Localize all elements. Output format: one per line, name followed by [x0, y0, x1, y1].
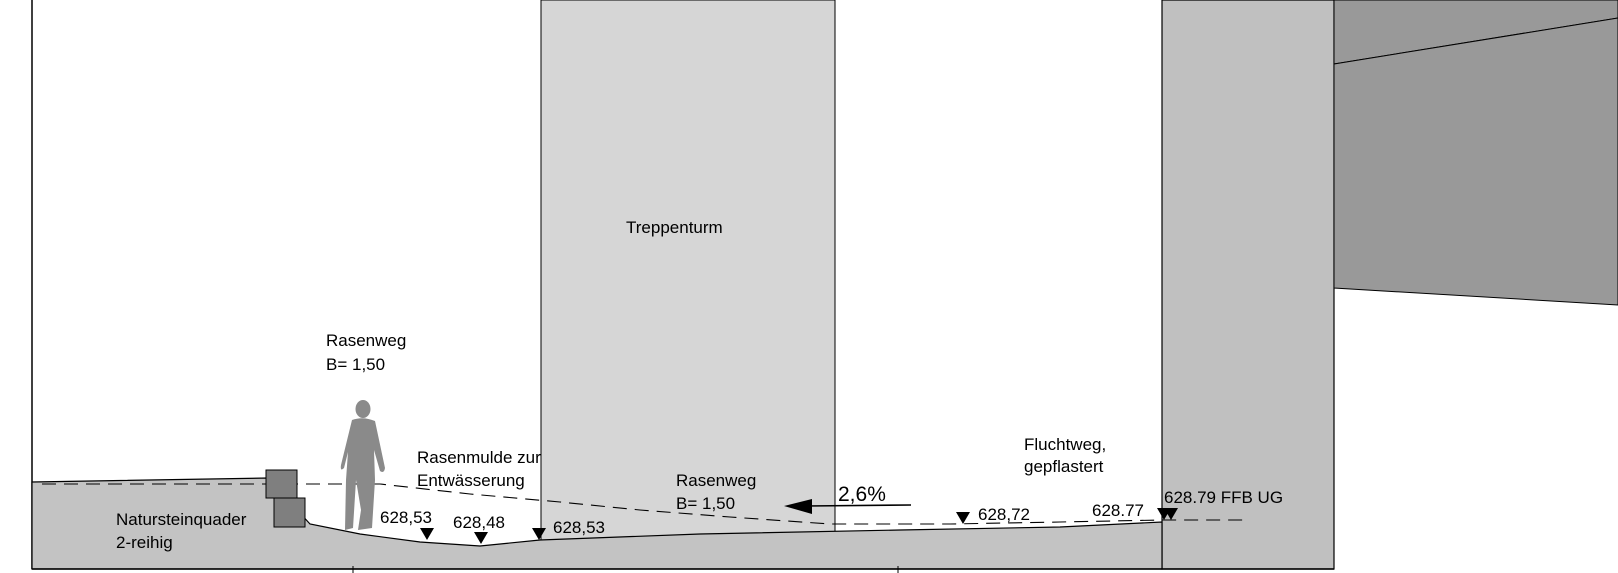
elevation-label: 628,72	[978, 505, 1030, 524]
lawn-path-label: Rasenweg	[326, 331, 406, 350]
slope-arrow-line	[805, 504, 912, 507]
elevation-marker	[1164, 508, 1178, 520]
elevation-label: 628,48	[453, 513, 505, 532]
swale-label: Rasenmulde zur	[417, 448, 541, 467]
swale-label-2: Entwässerung	[417, 471, 525, 490]
roof-upper	[1333, 0, 1618, 65]
escape-route-label-2: gepflastert	[1024, 457, 1104, 476]
stone-block-lower	[273, 497, 306, 528]
stone-blocks-label-2: 2-reihig	[116, 533, 173, 552]
slope-arrow-head	[784, 499, 812, 514]
elevation-marker	[474, 532, 488, 544]
elevation-label: 628,53	[553, 518, 605, 537]
elevation-label: 628.77	[1092, 501, 1144, 520]
escape-route-label: Fluchtweg,	[1024, 435, 1106, 454]
lawn-path-label-2: Rasenweg	[676, 471, 756, 490]
stone-blocks-label: Natursteinquader	[116, 510, 247, 529]
elevation-label: 628,53	[380, 508, 432, 527]
lawn-path-width-2: B= 1,50	[676, 494, 735, 513]
slope-label: 2,6%	[838, 483, 886, 506]
roof-lower	[1333, 17, 1618, 306]
elevation-label: 628.79 FFB UG	[1164, 488, 1283, 507]
right-building-wall	[1161, 0, 1335, 570]
stair-tower-label: Treppenturm	[626, 218, 723, 237]
person-figure	[340, 400, 385, 530]
elevation-marker	[532, 528, 546, 540]
lawn-path-width: B= 1,50	[326, 355, 385, 374]
elevation-marker	[956, 512, 970, 524]
terrain-section	[31, 477, 1163, 570]
stone-block-upper	[265, 469, 298, 499]
elevation-marker	[420, 528, 434, 540]
stair-tower	[540, 0, 836, 543]
